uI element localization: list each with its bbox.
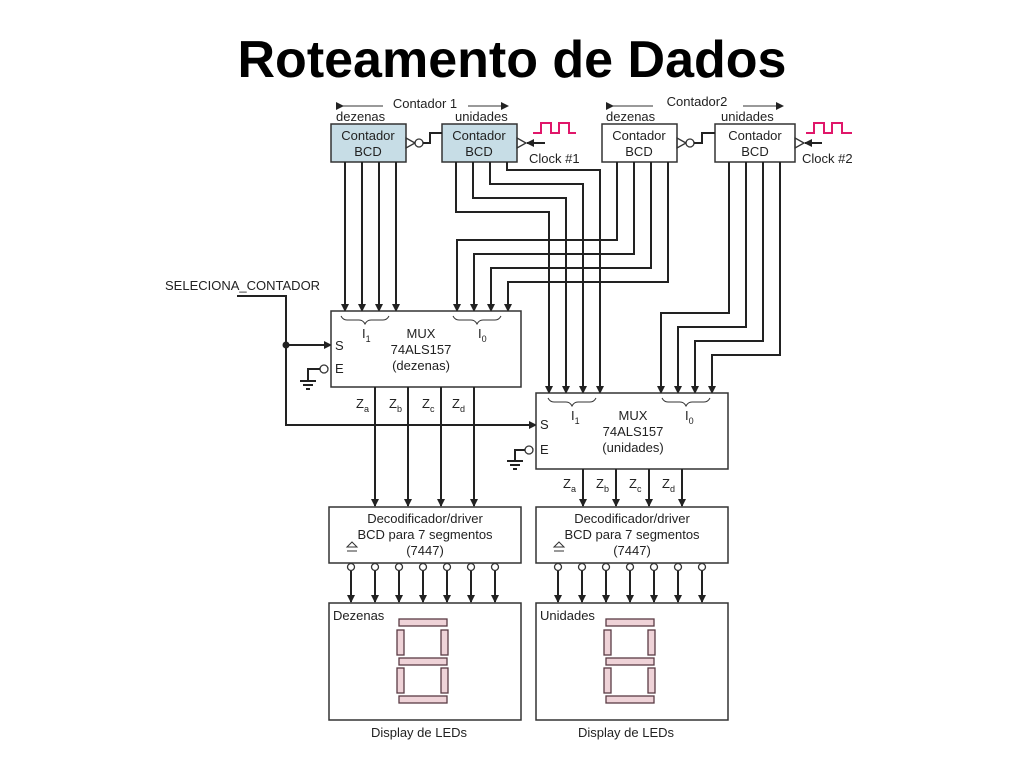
contador1-unidades-label: unidades (455, 109, 508, 124)
output-bubble (466, 562, 476, 572)
display-dezenas-label: Dezenas (333, 608, 385, 623)
wires-counter2-units (657, 162, 781, 394)
mux-dezenas-i1: I1 (362, 326, 371, 344)
decoder-unidades-outputs (553, 562, 707, 603)
svg-text:Zc: Zc (422, 396, 435, 414)
svg-text:Decodificador/driver: Decodificador/driver (367, 511, 483, 526)
page-title: Roteamento de Dados (237, 31, 787, 89)
counter2-units: Contador BCD (714, 123, 796, 163)
counter2-tens: Contador BCD (601, 123, 678, 163)
output-bubble (697, 562, 707, 572)
output-bubble (346, 562, 356, 572)
mux-unidades-i1: I1 (571, 408, 580, 426)
output-bubble (418, 562, 428, 572)
svg-text:Za: Za (356, 396, 369, 414)
clock2-input: Clock #2 (794, 122, 853, 166)
svg-text:Contador: Contador (452, 128, 506, 143)
decoder-dezenas: Decodificador/driver BCD para 7 segmento… (328, 506, 522, 564)
svg-text:BCD: BCD (625, 144, 652, 159)
svg-text:Zb: Zb (596, 476, 609, 494)
mux-dezenas: I1 I0 MUX 74ALS157 (dezenas) S E (300, 310, 522, 390)
svg-text:74ALS157: 74ALS157 (603, 424, 664, 439)
svg-text:MUX: MUX (619, 408, 648, 423)
svg-text:BCD: BCD (465, 144, 492, 159)
display-unidades-label: Unidades (540, 608, 595, 623)
svg-text:Contador: Contador (341, 128, 395, 143)
decoder-unidades: Decodificador/driver BCD para 7 segmento… (535, 506, 729, 564)
seven-segment-digit-dezenas (396, 618, 449, 704)
mux-unidades-outputs: Za Zb Zc Zd (563, 469, 686, 507)
svg-text:Decodificador/driver: Decodificador/driver (574, 511, 690, 526)
contador2-header: Contador2 dezenas unidades (606, 94, 784, 124)
seven-segment-digit-unidades (603, 618, 656, 704)
svg-text:Za: Za (563, 476, 576, 494)
display-dezenas: Dezenas Display de LEDs (328, 602, 522, 740)
clock2-label: Clock #2 (802, 151, 853, 166)
contador2-unidades-label: unidades (721, 109, 774, 124)
wires-counter1-units (455, 162, 604, 394)
mux-unidades-s-pin: S (540, 417, 549, 432)
svg-text:BCD: BCD (354, 144, 381, 159)
mux-dezenas-s-pin: S (335, 338, 344, 353)
svg-text:(unidades): (unidades) (602, 440, 663, 455)
cascade-links (405, 132, 715, 150)
display-dezenas-caption: Display de LEDs (371, 725, 468, 740)
contador1-header: Contador 1 dezenas unidades (336, 96, 509, 124)
svg-text:Zd: Zd (452, 396, 465, 414)
select-signal: SELECIONA_CONTADOR (165, 278, 537, 429)
mux-unidades-e-pin: E (540, 442, 549, 457)
clock1-input: Clock #1 (516, 122, 580, 166)
svg-text:Zc: Zc (629, 476, 642, 494)
svg-text:MUX: MUX (407, 326, 436, 341)
counter1-units: Contador BCD (441, 123, 518, 163)
output-bubble (649, 562, 659, 572)
mux-dezenas-e-pin: E (335, 361, 344, 376)
wires-counter2-tens (453, 162, 669, 312)
svg-text:Zd: Zd (662, 476, 675, 494)
svg-text:(7447): (7447) (406, 543, 444, 558)
svg-text:Zb: Zb (389, 396, 402, 414)
counter1-tens: Contador BCD (330, 123, 407, 163)
output-bubble (673, 562, 683, 572)
display-unidades-caption: Display de LEDs (578, 725, 675, 740)
output-bubble (442, 562, 452, 572)
output-bubble (490, 562, 500, 572)
output-bubble (553, 562, 563, 572)
display-unidades: Unidades Display de LEDs (535, 602, 729, 740)
svg-text:BCD para 7 segmentos: BCD para 7 segmentos (357, 527, 493, 542)
output-bubble (601, 562, 611, 572)
svg-text:(7447): (7447) (613, 543, 651, 558)
select-signal-label: SELECIONA_CONTADOR (165, 278, 320, 293)
svg-text:Contador: Contador (728, 128, 782, 143)
contador1-dezenas-label: dezenas (336, 109, 386, 124)
contador2-dezenas-label: dezenas (606, 109, 656, 124)
output-bubble (394, 562, 404, 572)
mux-unidades: I1 I0 MUX 74ALS157 (unidades) S E (507, 392, 729, 470)
svg-text:BCD para 7 segmentos: BCD para 7 segmentos (564, 527, 700, 542)
output-bubble (625, 562, 635, 572)
clock1-label: Clock #1 (529, 151, 580, 166)
svg-text:(dezenas): (dezenas) (392, 358, 450, 373)
svg-text:BCD: BCD (741, 144, 768, 159)
contador2-label: Contador2 (667, 94, 728, 109)
mux-dezenas-outputs: Za Zb Zc Zd (356, 387, 478, 507)
output-bubble (577, 562, 587, 572)
mux-dezenas-i0: I0 (478, 326, 487, 344)
decoder-dezenas-outputs (346, 562, 500, 603)
mux-unidades-i0: I0 (685, 408, 694, 426)
svg-text:Contador: Contador (612, 128, 666, 143)
output-bubble (370, 562, 380, 572)
contador1-label: Contador 1 (393, 96, 457, 111)
wires-counter1-tens (341, 162, 400, 312)
svg-text:74ALS157: 74ALS157 (391, 342, 452, 357)
